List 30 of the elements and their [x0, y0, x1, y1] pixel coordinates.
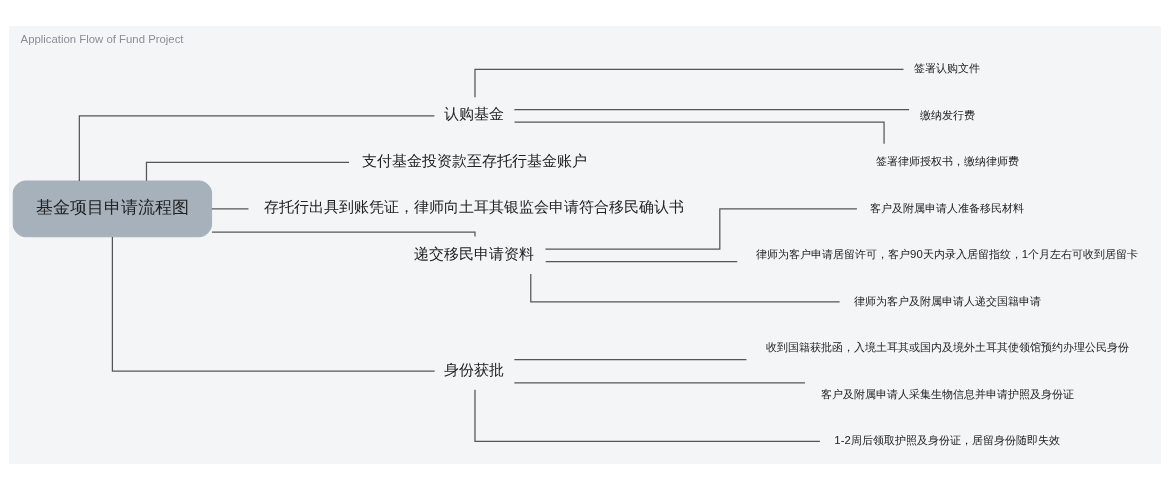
- connector: [474, 68, 905, 98]
- node-text: 客户及附属申请人准备移民材料: [870, 201, 1025, 214]
- connector: [211, 230, 476, 237]
- node-text: 存托行出具到账凭证，律师向土耳其银监会申请符合移民确认书: [264, 197, 685, 215]
- node-text: 签署律师授权书，缴纳律师费: [875, 154, 1019, 167]
- connector: [513, 120, 885, 144]
- connector: [513, 108, 910, 110]
- connector: [544, 207, 858, 250]
- node-text: 递交移民申请资料: [414, 244, 535, 262]
- node-text: 签署认购文件: [914, 61, 981, 74]
- node-box: 基金项目申请流程图: [12, 179, 213, 237]
- connector: [474, 388, 821, 442]
- node-text: 身份获批: [444, 360, 505, 378]
- node-text: 客户及附属申请人采集生物信息并申请护照及身份证: [820, 387, 1074, 400]
- connector: [530, 272, 841, 302]
- connector: [513, 381, 806, 384]
- connector: [145, 161, 350, 181]
- connector: [545, 260, 738, 262]
- node-text: 支付基金投资款至存托行基金账户: [361, 151, 587, 169]
- node-text: 律师为客户及附属申请人递交国籍申请: [853, 294, 1041, 307]
- connector: [513, 358, 748, 360]
- connector: [211, 207, 250, 209]
- node-text: 收到国籍获批函，入境土耳其或国内及境外土耳其使领馆预约办理公民身份: [765, 340, 1129, 353]
- node-text: 1-2周后领取护照及身份证，居留身份随即失效: [834, 433, 1060, 446]
- node-text: 认购基金: [444, 104, 505, 122]
- connector: [78, 114, 436, 182]
- node-text: 缴纳发行费: [919, 108, 975, 121]
- connector: [111, 236, 436, 372]
- node-text: 律师为客户申请居留许可，客户90天内录入居留指纹，1个月左右可收到居留卡: [756, 247, 1139, 260]
- diagram-title: Application Flow of Fund Project: [20, 32, 184, 45]
